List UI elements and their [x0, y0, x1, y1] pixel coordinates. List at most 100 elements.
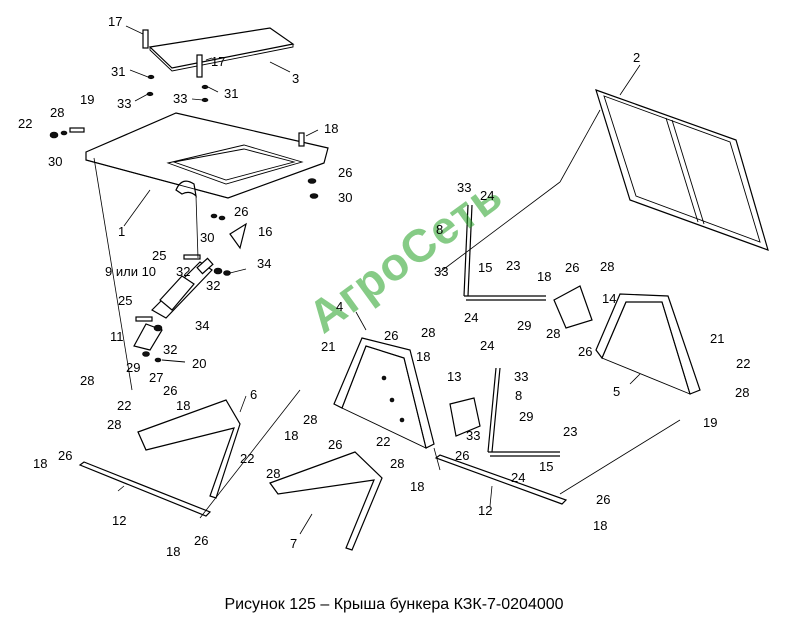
- callout-label: 28: [546, 326, 561, 341]
- part-16-bracket: [229, 222, 247, 250]
- callout-label: 26: [578, 344, 593, 359]
- part-5-side-panel: [595, 293, 701, 395]
- callout-label: 26: [163, 383, 178, 398]
- figure-caption: Рисунок 125 – Крыша бункера КЗК-7-020400…: [224, 596, 564, 613]
- callout-label: 5: [613, 384, 621, 399]
- callout-label: 30: [48, 154, 63, 169]
- part-12-rail-left: [78, 461, 212, 517]
- callout-label: 33: [514, 369, 529, 384]
- callout-label: 32: [206, 278, 221, 293]
- callout-label: 22: [376, 434, 391, 449]
- callout-label: 33: [117, 96, 132, 111]
- callout-label: 23: [563, 424, 578, 439]
- callout-label: 34: [195, 318, 210, 333]
- callout-label: 8: [515, 388, 523, 403]
- callout-label: 28: [735, 385, 750, 400]
- callout-label: 8: [436, 222, 444, 237]
- roof-hardware: [49, 74, 319, 221]
- callout-label: 2: [633, 50, 641, 65]
- callout-label: 33: [173, 91, 188, 106]
- callout-label: 19: [80, 92, 95, 107]
- callout-label: 31: [224, 86, 239, 101]
- callout-label: 30: [338, 190, 353, 205]
- callout-label: 18: [593, 518, 608, 533]
- callout-label: 28: [421, 325, 436, 340]
- part-6-side-panel: [137, 399, 241, 499]
- part-12-rail-center: [434, 454, 568, 505]
- part-7-lower-panel: [269, 451, 383, 551]
- callout-label: 13: [447, 369, 462, 384]
- callout-label: 15: [539, 459, 554, 474]
- callout-label: 26: [194, 533, 209, 548]
- callout-label: 24: [511, 470, 526, 485]
- callout-label: 28: [600, 259, 615, 274]
- leader-lines: [93, 25, 681, 535]
- callout-label: 18: [166, 544, 181, 559]
- callout-label: 18: [416, 349, 431, 364]
- callout-label: 31: [111, 64, 126, 79]
- callout-label: 26: [58, 448, 73, 463]
- callout-label: 32: [163, 342, 178, 357]
- callout-label: 26: [338, 165, 353, 180]
- part-1-roof-cover: [85, 112, 329, 199]
- callout-label: 27: [149, 370, 164, 385]
- callout-label: 12: [478, 503, 493, 518]
- callout-label: 26: [455, 448, 470, 463]
- callout-label: 18: [284, 428, 299, 443]
- part-14-plate: [553, 285, 593, 329]
- callout-label: 21: [321, 339, 336, 354]
- callout-label: 22: [240, 451, 255, 466]
- part-2-frame: [595, 89, 769, 251]
- callout-label: 15: [478, 260, 493, 275]
- callout-label: 17: [211, 54, 226, 69]
- callout-label: 11: [110, 329, 124, 344]
- callout-label: 28: [266, 466, 281, 481]
- callout-label: 33: [434, 264, 449, 279]
- callout-label: 6: [250, 387, 258, 402]
- callout-label: 7: [290, 536, 298, 551]
- part-9-10-actuator: [133, 254, 247, 363]
- callout-label: 28: [80, 373, 95, 388]
- callout-label: 21: [710, 331, 725, 346]
- callout-label: 29: [126, 360, 141, 375]
- callout-label: 20: [192, 356, 207, 371]
- part-17-bolt: [142, 29, 203, 78]
- callout-label: 32: [176, 264, 191, 279]
- callout-label: 22: [117, 398, 132, 413]
- callout-label: 14: [602, 291, 617, 306]
- part-3-lid: [148, 27, 295, 72]
- callout-label: 33: [457, 180, 472, 195]
- callout-label: 24: [464, 310, 479, 325]
- part-8-strut: [463, 204, 501, 453]
- callout-label: 18: [176, 398, 191, 413]
- callout-label: 29: [519, 409, 534, 424]
- callout-label: 18: [33, 456, 48, 471]
- callout-label: 28: [303, 412, 318, 427]
- callout-label: 9 или 10: [105, 264, 157, 279]
- callout-label: 24: [480, 338, 495, 353]
- callout-label: 1: [118, 224, 126, 239]
- callout-label: 18: [537, 269, 552, 284]
- callout-label: 29: [517, 318, 532, 333]
- callout-label: 26: [234, 204, 249, 219]
- callout-label: 33: [466, 428, 481, 443]
- callout-label: 28: [50, 105, 65, 120]
- callout-label: 18: [324, 121, 339, 136]
- callout-label: 4: [336, 299, 344, 314]
- callout-label: 26: [384, 328, 399, 343]
- callout-label: 3: [292, 71, 300, 86]
- callout-label: 22: [736, 356, 751, 371]
- callout-label: 17: [108, 14, 123, 29]
- callout-label: 28: [107, 417, 122, 432]
- callout-label: 24: [480, 188, 495, 203]
- callout-label: 26: [565, 260, 580, 275]
- part-15-link: [464, 295, 560, 457]
- callout-label: 25: [152, 248, 167, 263]
- callout-label: 22: [18, 116, 33, 131]
- callout-label: 18: [410, 479, 425, 494]
- callout-label: 12: [112, 513, 127, 528]
- callout-label: 25: [118, 293, 133, 308]
- bunker-roof-exploded-diagram: [49, 25, 769, 551]
- callout-label: 26: [328, 437, 343, 452]
- callout-label: 26: [596, 492, 611, 507]
